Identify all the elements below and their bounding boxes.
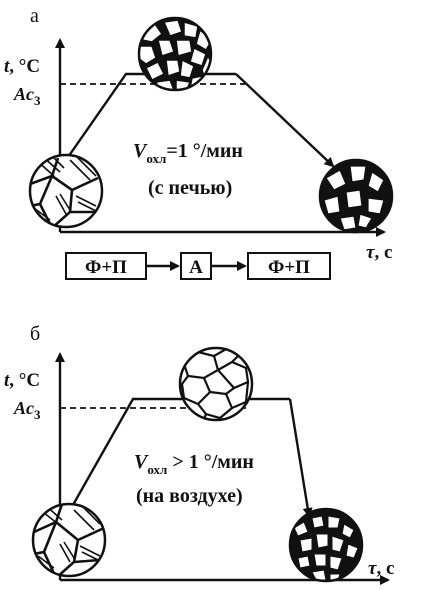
- cooling-rate-label: Vохл > 1 °/мин: [134, 451, 254, 477]
- austenite-grain-circle: [137, 16, 213, 92]
- panel-b: б t, °C Ac3 Vохл > 1 °/мин (на воздухе): [4, 323, 394, 585]
- phase-sequence: Ф+П А Ф+П: [65, 252, 331, 280]
- austenite-grain-circle: [178, 346, 254, 422]
- cooling-line: [288, 398, 313, 518]
- initial-structure-circle: [28, 153, 104, 229]
- x-axis-label: τ, с: [366, 242, 392, 263]
- panel-letter: а: [30, 5, 39, 27]
- phase-label-3: Ф+П: [268, 257, 310, 278]
- y-axis-label: t, °C: [4, 56, 40, 77]
- cooling-condition: (с печью): [148, 177, 232, 199]
- y-axis-label: t, °C: [4, 370, 40, 391]
- final-structure-circle: [288, 507, 364, 583]
- phase-label-1: Ф+П: [85, 257, 127, 278]
- phase-box-1: [65, 252, 147, 280]
- phase-label-2: А: [189, 257, 203, 278]
- panel-a: а t, °C Ac3 Vохл=1 °/мин (с печью): [4, 5, 394, 280]
- temperature-mark: Ac3: [13, 398, 41, 422]
- temperature-mark: Ac3: [13, 84, 41, 108]
- x-axis-label: τ, с: [368, 558, 394, 579]
- cooling-condition: (на воздухе): [136, 485, 243, 507]
- final-structure-circle: [318, 158, 394, 234]
- cooling-line: [235, 73, 335, 168]
- panel-letter: б: [30, 323, 40, 345]
- cooling-rate-label: Vохл=1 °/мин: [133, 140, 243, 166]
- initial-structure-circle: [31, 502, 107, 578]
- phase-box-3: [247, 252, 331, 280]
